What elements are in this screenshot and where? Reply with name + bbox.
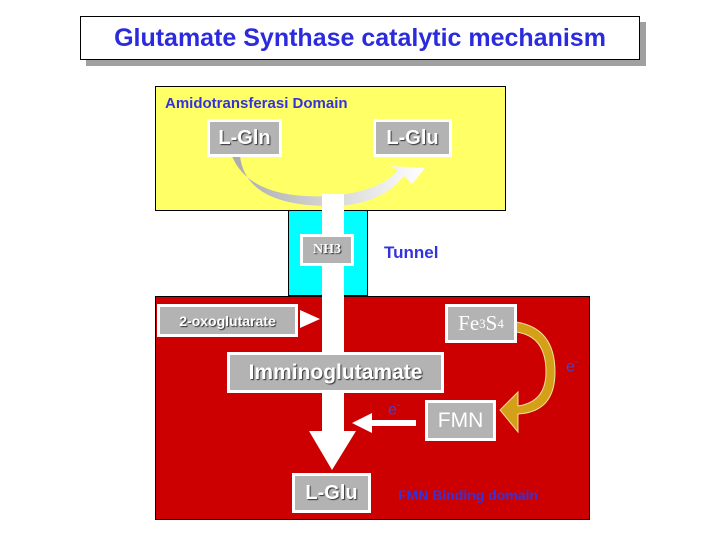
- ammonia-shaft: [322, 194, 344, 432]
- nh3-box: NH3: [300, 234, 354, 266]
- fmn-electron-arrowhead: [352, 413, 372, 433]
- fe-subscript: 3: [479, 315, 486, 331]
- oxoglutarate-arrowhead: [300, 310, 320, 328]
- fe-label: Fe: [458, 311, 480, 335]
- electron-label-left: e-: [388, 400, 400, 419]
- gln-to-glu-curved-arrow: [232, 156, 425, 206]
- electron-symbol: e: [566, 358, 575, 376]
- fe-to-fmn-electron-arrow: [499, 321, 556, 434]
- fmn-domain-label: FMN Binding domain: [398, 487, 538, 503]
- electron-label-right: e-: [566, 357, 578, 376]
- l-gln-box: L-Gln: [207, 119, 282, 157]
- tunnel-label: Tunnel: [384, 243, 439, 262]
- s-label: S: [485, 311, 498, 335]
- oxoglutarate-box: 2-oxoglutarate: [157, 304, 298, 337]
- l-glu-bottom-box: L-Glu: [292, 473, 371, 513]
- electron-charge: -: [574, 357, 579, 368]
- imminoglutamate-box: Imminoglutamate: [227, 352, 444, 393]
- electron-charge: -: [396, 400, 401, 411]
- electron-symbol: e: [388, 401, 397, 419]
- fmn-electron-arrow-shaft: [370, 420, 416, 426]
- l-glu-top-box: L-Glu: [373, 119, 452, 157]
- fmn-box: FMN: [425, 400, 496, 441]
- ammonia-arrowhead: [309, 431, 356, 470]
- s-subscript: 4: [497, 315, 504, 331]
- page-title: Glutamate Synthase catalytic mechanism: [80, 16, 640, 60]
- amido-domain-label: Amidotransferasi Domain: [165, 95, 348, 112]
